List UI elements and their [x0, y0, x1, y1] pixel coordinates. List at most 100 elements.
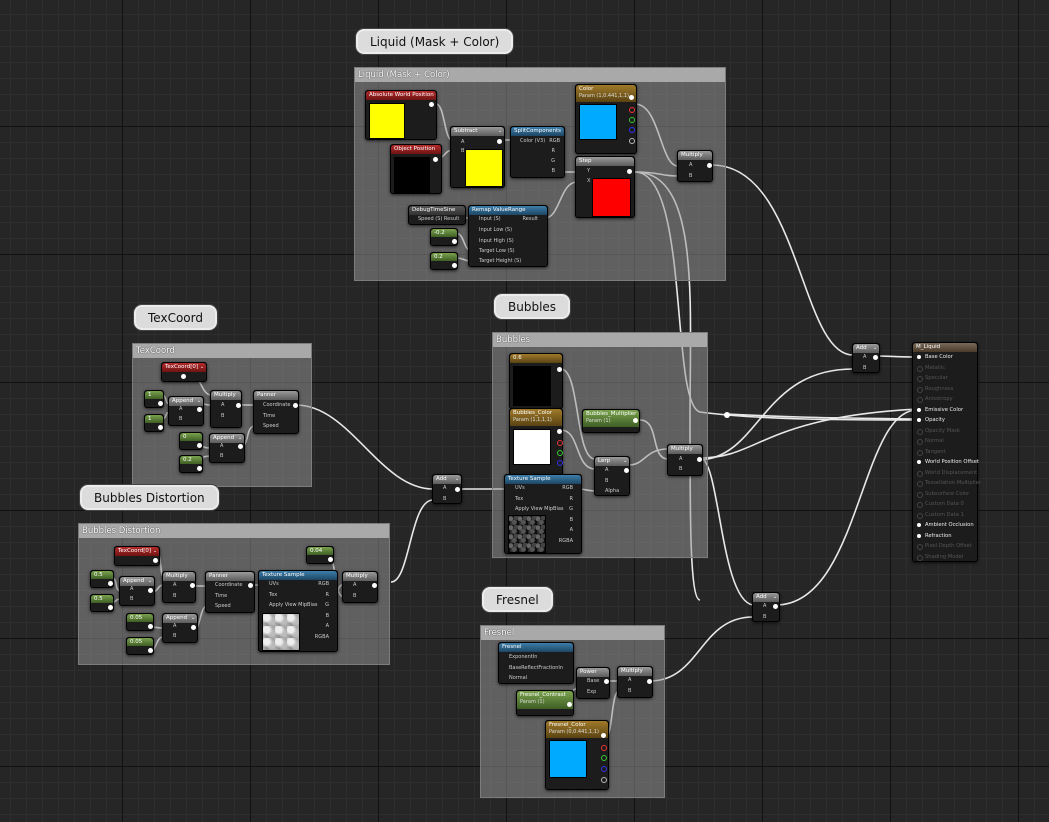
- pin-a[interactable]: A: [220, 443, 224, 449]
- material-pin-dot[interactable]: [917, 365, 923, 372]
- output-pin[interactable]: [452, 239, 457, 244]
- output-pin[interactable]: [153, 558, 158, 563]
- pin-speed[interactable]: Speed: [263, 423, 279, 429]
- material-pin-dot[interactable]: [917, 428, 923, 435]
- output-pin-r[interactable]: [601, 745, 607, 751]
- material-pin-row[interactable]: Specular: [913, 373, 979, 384]
- out-b[interactable]: B: [569, 517, 573, 523]
- pin-uvs[interactable]: UVs: [269, 581, 279, 587]
- material-pin-dot[interactable]: [917, 512, 923, 519]
- pin-b[interactable]: B: [763, 614, 767, 620]
- pin-b[interactable]: B: [173, 593, 177, 599]
- output-pin[interactable]: [108, 605, 113, 610]
- output-pin-rgb[interactable]: [629, 95, 634, 100]
- material-pin-dot[interactable]: [917, 502, 923, 508]
- output-pin[interactable]: [248, 583, 253, 588]
- output-pin[interactable]: [567, 702, 572, 707]
- output-pin[interactable]: [328, 557, 333, 562]
- pin-a[interactable]: A: [863, 354, 867, 360]
- pin-b[interactable]: B: [461, 148, 465, 154]
- out-result[interactable]: Result: [522, 216, 538, 222]
- debug-time-sine-node[interactable]: DebugTimeSine Speed (S) Result: [408, 205, 466, 225]
- chevron-down-icon[interactable]: ⌄: [197, 398, 202, 404]
- output-pin[interactable]: [557, 367, 562, 372]
- pin-exp[interactable]: Exp: [587, 689, 597, 695]
- object-position-node[interactable]: Object Position: [390, 144, 442, 194]
- output-pin[interactable]: [624, 468, 629, 473]
- output-pin[interactable]: [429, 102, 434, 107]
- step-node[interactable]: Step Y X: [575, 156, 635, 218]
- out-r[interactable]: R: [551, 148, 555, 154]
- material-pin-dot[interactable]: [917, 376, 923, 382]
- multiply-node[interactable]: Multiply A B: [210, 390, 242, 428]
- output-pin[interactable]: [181, 374, 186, 379]
- comment-bubble-fresnel[interactable]: Fresnel: [481, 586, 554, 613]
- panner-node[interactable]: Panner Coordinate Time Speed: [253, 390, 299, 434]
- output-pin[interactable]: [191, 625, 196, 630]
- comment-bubble-texcoord[interactable]: TexCoord: [133, 304, 218, 331]
- material-pin-dot[interactable]: [917, 470, 923, 477]
- add-bottom-node[interactable]: Add ⌄ A B: [752, 592, 780, 622]
- constant-node[interactable]: 0: [179, 432, 203, 450]
- pin-b[interactable]: B: [130, 596, 134, 602]
- output-pin[interactable]: [707, 163, 712, 168]
- chevron-down-icon[interactable]: ⌄: [773, 594, 778, 600]
- out-a[interactable]: A: [325, 623, 329, 629]
- output-pin[interactable]: [647, 679, 652, 684]
- material-pin-row[interactable]: Shading Model: [913, 552, 979, 563]
- material-pin-row[interactable]: World Position Offset: [913, 457, 979, 468]
- remap-value-range-node[interactable]: Remap ValueRange Result Input (S) Input …: [468, 205, 548, 267]
- add-top-node[interactable]: Add ⌄ A B: [852, 343, 880, 373]
- constant-node[interactable]: -0.2: [430, 228, 458, 246]
- pin-a[interactable]: A: [605, 467, 609, 473]
- append-node[interactable]: Append ⌄ A B: [168, 396, 204, 426]
- reroute-node[interactable]: [724, 412, 730, 418]
- material-pin-row[interactable]: Tangent: [913, 447, 979, 458]
- fresnel-contrast-node[interactable]: Fresnel_Contrast Param (1): [516, 690, 574, 716]
- pin-a[interactable]: A: [689, 162, 693, 168]
- output-pin[interactable]: [627, 169, 632, 174]
- material-pin-row[interactable]: Emissive Color: [913, 405, 979, 416]
- out-b[interactable]: B: [325, 613, 329, 619]
- pin-base-reflect[interactable]: BaseReflectFractionIn: [509, 665, 564, 671]
- material-pin-row[interactable]: Pixel Depth Offset: [913, 541, 979, 552]
- pin-input[interactable]: Input (S): [479, 216, 501, 222]
- constant-node[interactable]: 0.04: [306, 546, 334, 564]
- out-rgb[interactable]: RGB: [318, 581, 329, 587]
- out-g[interactable]: G: [325, 602, 329, 608]
- comment-bubble-bubbles-distortion[interactable]: Bubbles Distortion: [79, 484, 220, 511]
- output-pin[interactable]: [238, 444, 243, 449]
- add-center-node[interactable]: Add ⌄ A B: [432, 474, 462, 504]
- split-components-node[interactable]: SplitComponents Color (V3) RGB R G B: [510, 126, 565, 178]
- pin-uvs[interactable]: UVs: [515, 485, 525, 491]
- output-pin-rgb[interactable]: [601, 733, 606, 738]
- bubbles-multiplier-node[interactable]: Bubbles_Multiplier Param (1): [582, 409, 640, 433]
- texture-sample-distortion-node[interactable]: Texture Sample UVs Tex Apply View MipBia…: [258, 570, 338, 652]
- out-rgba[interactable]: RGBA: [314, 634, 329, 640]
- out-rgb[interactable]: RGB: [549, 138, 560, 144]
- material-pin-dot[interactable]: [917, 523, 921, 527]
- pin-target-height[interactable]: Target Height (S): [479, 258, 522, 264]
- pin-coordinate[interactable]: Coordinate: [215, 582, 243, 588]
- material-pin-row[interactable]: Base Color: [913, 352, 979, 363]
- material-pin-row[interactable]: Custom Data 1: [913, 510, 979, 521]
- pin-alpha[interactable]: Alpha: [605, 488, 620, 494]
- constant-node[interactable]: 0.05: [126, 637, 154, 655]
- multiply-node[interactable]: Multiply A B: [162, 571, 196, 603]
- material-pin-dot[interactable]: [917, 407, 921, 412]
- material-pin-dot[interactable]: [917, 533, 921, 538]
- panner-node[interactable]: Panner Coordinate Time Speed: [205, 571, 255, 613]
- output-pin-rgb[interactable]: [557, 429, 562, 434]
- material-pin-row[interactable]: Anisotropy: [913, 394, 979, 405]
- constant-node[interactable]: 0.5: [90, 594, 114, 612]
- out-a[interactable]: A: [569, 527, 573, 533]
- chevron-down-icon[interactable]: ⌄: [455, 476, 460, 482]
- multiply-liquid-node[interactable]: Multiply A B: [677, 150, 713, 182]
- output-pin[interactable]: [236, 403, 241, 408]
- comment-bubble-bubbles[interactable]: Bubbles: [493, 293, 572, 320]
- multiply-node[interactable]: Multiply A B: [342, 571, 378, 603]
- material-pin-dot[interactable]: [917, 554, 923, 561]
- output-pin[interactable]: [633, 418, 638, 423]
- pin-a[interactable]: A: [173, 623, 177, 629]
- material-pin-row[interactable]: Opacity: [913, 415, 979, 426]
